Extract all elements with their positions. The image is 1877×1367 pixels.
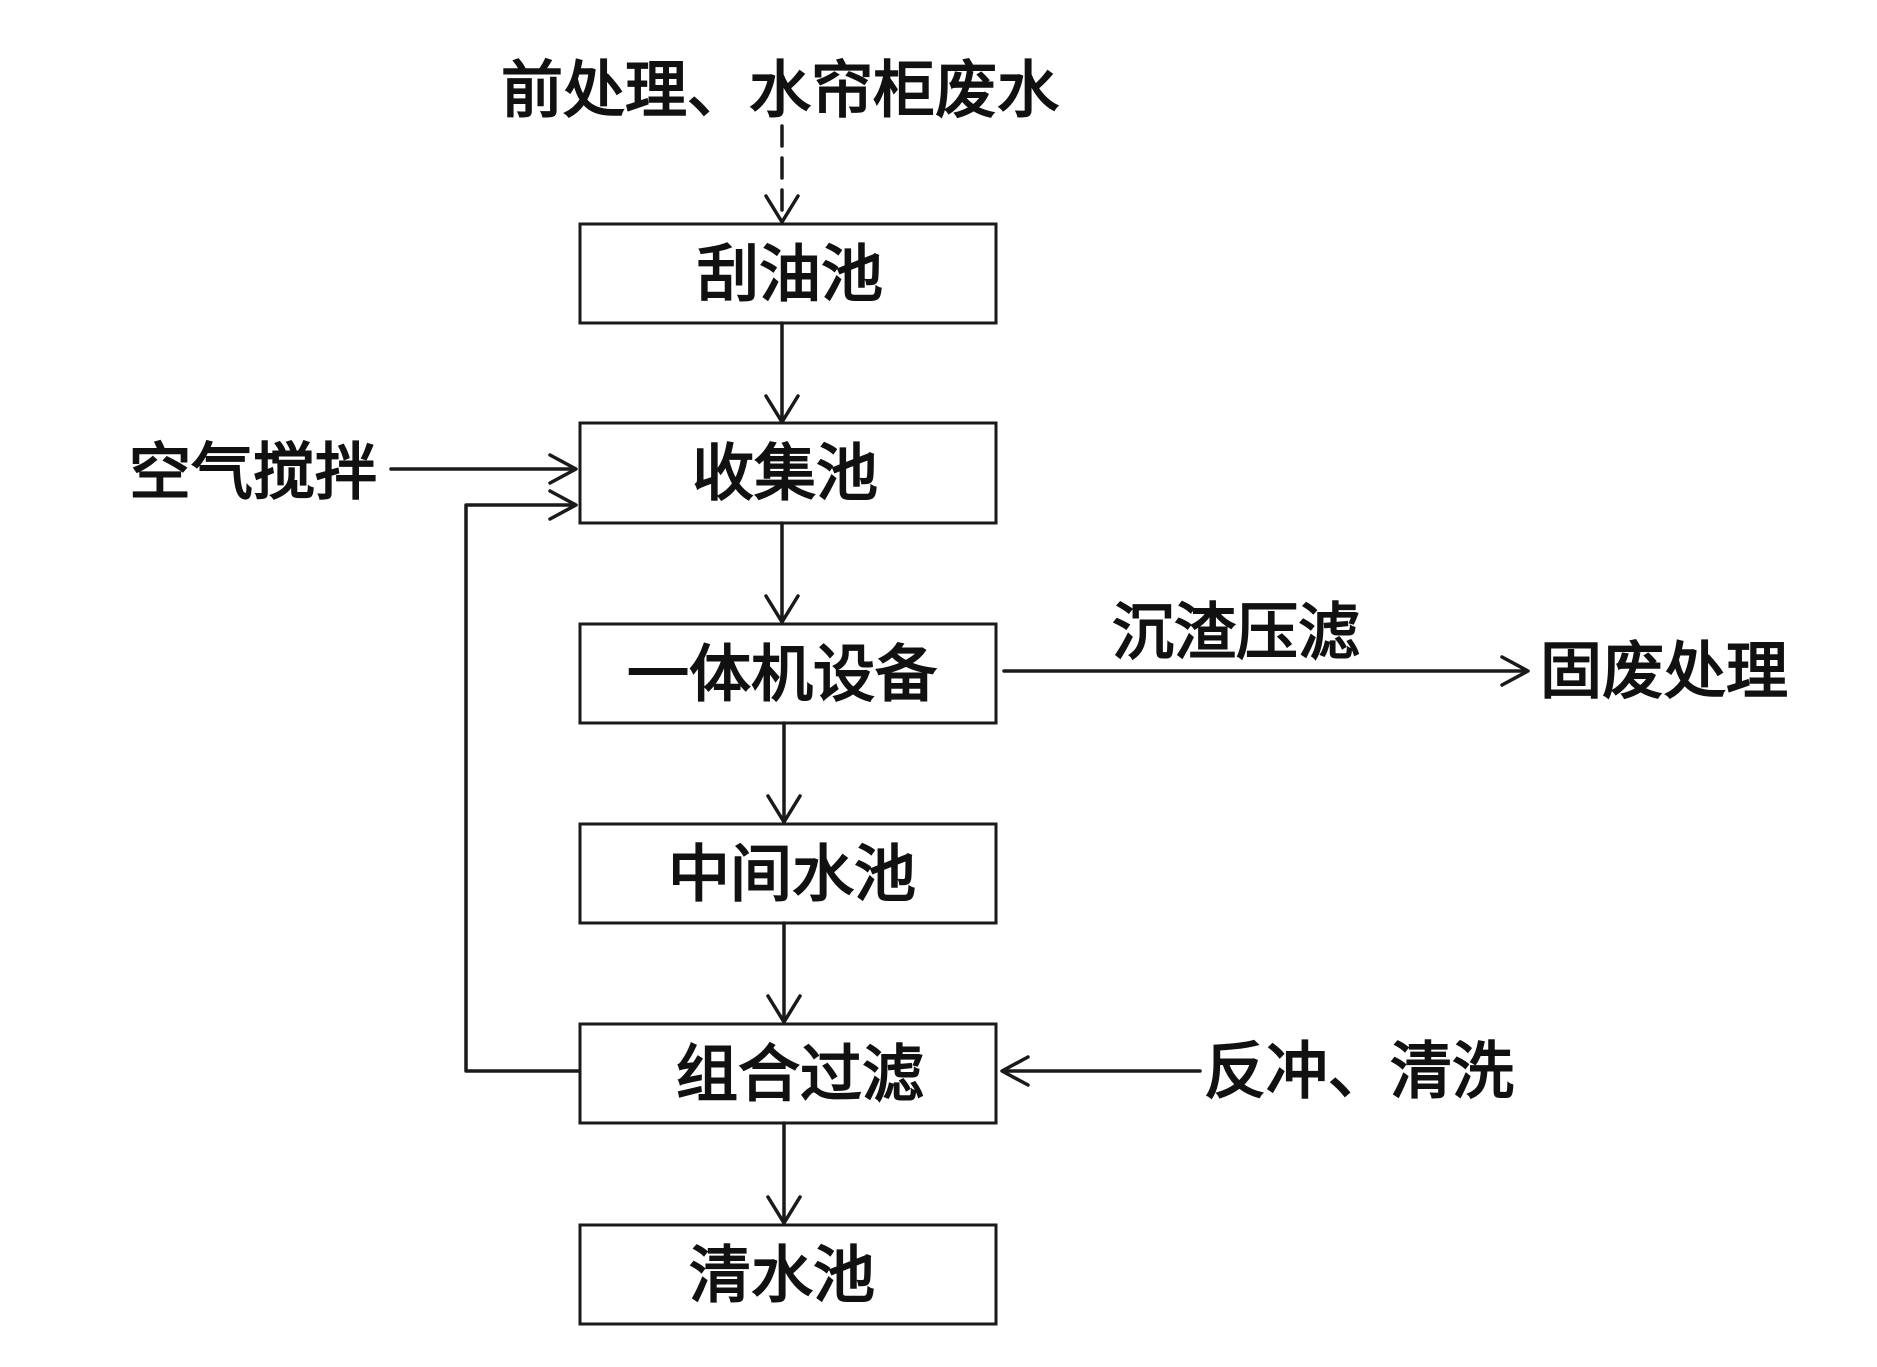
sludge-press-filtration-label: 沉渣压滤 [1112, 596, 1360, 669]
node-label: 收集池 [692, 437, 878, 510]
feedback-loop-line [464, 503, 582, 1073]
node-box [578, 1022, 998, 1125]
node-box [578, 622, 998, 725]
node-clean-water-tank: 清水池 [578, 1223, 998, 1326]
air-agitation-label: 空气搅拌 [129, 436, 377, 509]
arrowhead-collection-to-equipment [764, 594, 800, 624]
node-label: 刮油池 [697, 238, 883, 311]
node-box [578, 1223, 998, 1326]
node-box [578, 421, 998, 525]
node-label: 组合过滤 [676, 1038, 924, 1111]
arrowhead-to-solid-waste [1500, 655, 1530, 687]
node-box [578, 222, 998, 325]
node-label: 中间水池 [668, 838, 916, 911]
arrowhead-backwash [1000, 1055, 1030, 1087]
node-box [578, 822, 998, 925]
node-collection-tank: 收集池 [578, 421, 998, 525]
feedback-loop-arrowhead [548, 489, 578, 521]
node-intermediate-tank: 中间水池 [578, 822, 998, 925]
arrowhead-equipment-to-intermediate [766, 794, 802, 824]
backwash-cleaning-label: 反冲、清洗 [1204, 1035, 1514, 1108]
node-label: 清水池 [689, 1239, 875, 1312]
node-oil-skimming-tank: 刮油池 [578, 222, 998, 325]
arrowhead-air-agitation [548, 453, 578, 485]
input-wastewater-label: 前处理、水帘柜废水 [501, 54, 1060, 127]
inflow-arrowhead [764, 194, 800, 224]
node-combined-filtration: 组合过滤 [578, 1022, 998, 1125]
node-integrated-equipment: 一体机设备 [578, 622, 998, 725]
arrowhead-intermediate-to-filtration [766, 994, 802, 1024]
arrowhead-filtration-to-clean [766, 1195, 802, 1225]
node-label: 一体机设备 [627, 638, 938, 711]
solid-waste-treatment-label: 固废处理 [1540, 635, 1788, 708]
